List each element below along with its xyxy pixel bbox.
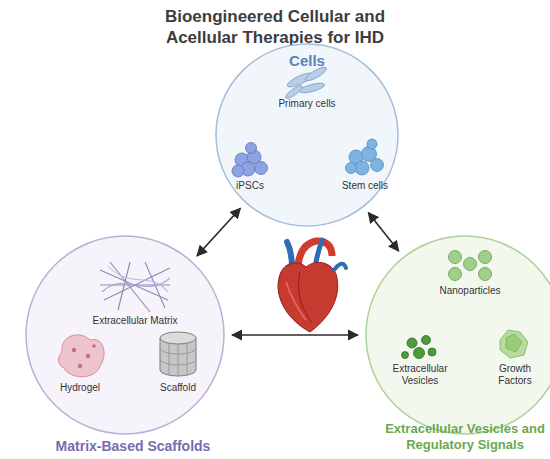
circle-heading: Extracellular Vesicles and Regulatory Si… xyxy=(358,421,550,452)
circle-outline xyxy=(365,235,550,435)
item-label: Extracellular Matrix xyxy=(75,315,195,327)
item-label: Growth Factors xyxy=(489,363,541,387)
item-label: Scaffold xyxy=(148,382,208,394)
circle-heading: Stem cells xyxy=(330,180,400,192)
double-arrow xyxy=(232,334,358,336)
double-arrow xyxy=(368,213,398,251)
category-circle: CellsPrimary cells iPSCs Stem cells xyxy=(215,43,399,227)
circle-heading: Matrix-Based Scaffolds xyxy=(23,438,243,455)
circle-shape xyxy=(366,236,550,434)
circle-shape xyxy=(26,236,224,434)
circle-outline xyxy=(25,235,225,435)
circle-heading: Cells xyxy=(267,52,347,70)
category-circle: NanoparticlesExtracellular Vesicles Growt… xyxy=(365,235,550,435)
item-label: iPSCs xyxy=(220,180,280,192)
category-circle: Extracellular MatrixHydrogelScaffoldMatr… xyxy=(25,235,225,435)
circle-outline xyxy=(215,43,399,227)
item-label: Primary cells xyxy=(262,98,352,110)
heart-illustration xyxy=(278,240,346,332)
item-label: Hydrogel xyxy=(50,382,110,394)
circle-shape xyxy=(216,44,398,226)
double-arrow xyxy=(197,208,240,256)
item-label: Extracellular Vesicles xyxy=(384,363,456,387)
diagram-title: Bioengineered Cellular and Acellular The… xyxy=(135,6,415,49)
item-label: Nanoparticles xyxy=(425,285,515,297)
